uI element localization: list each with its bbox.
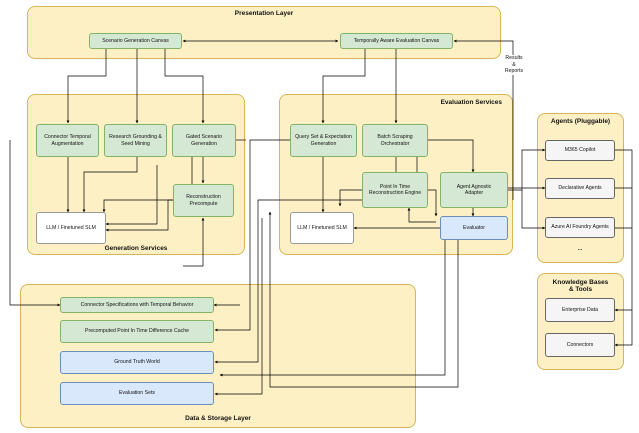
batch-scraping-orchestrator[interactable]: Batch Scraping Orchestrator	[362, 124, 428, 157]
llm-finetuned-slm-generation[interactable]: LLM / Finetuned SLM	[36, 212, 106, 244]
generation-layer-title: Generation Services	[104, 245, 168, 252]
connector-specifications-temporal[interactable]: Connector Specifications with Temporal B…	[60, 297, 214, 313]
scenario-generation-canvas[interactable]: Scenario Generation Canvas	[89, 33, 182, 49]
agent-m365-copilot[interactable]: M365 Copilot	[545, 140, 615, 161]
results-reports-label: Results & Reports	[500, 55, 528, 75]
evaluation-layer-title: Evaluation Services	[440, 99, 502, 106]
agent-azure-ai-foundry[interactable]: Azure AI Foundry Agents	[545, 217, 615, 238]
ground-truth-world[interactable]: Ground Truth World	[60, 351, 214, 374]
data-storage-layer-title: Data & Storage Layer	[185, 415, 251, 422]
knowledge-layer-title: Knowledge Bases & Tools	[552, 279, 609, 293]
temporally-aware-evaluation-canvas[interactable]: Temporally Aware Evaluation Canvas	[340, 33, 453, 49]
llm-finetuned-slm-evaluation[interactable]: LLM / Finetuned SLM	[290, 212, 354, 244]
connector-temporal-augmentation[interactable]: Connector Temporal Augmentation	[36, 124, 99, 157]
research-grounding-seed-mining[interactable]: Research Grounding & Seed Mining	[104, 124, 167, 157]
query-set-expectation-generation[interactable]: Query Set & Expectation Generation	[290, 124, 357, 157]
agents-layer-title: Agents (Pluggable)	[550, 118, 611, 125]
agents-more-ellipsis: ...	[577, 246, 583, 252]
precomputed-pit-difference-cache[interactable]: Precomputed Point In Time Difference Cac…	[60, 320, 214, 343]
evaluator[interactable]: Evaluator	[440, 216, 508, 240]
kb-enterprise-data[interactable]: Enterprise Data	[545, 298, 615, 322]
presentation-layer-title: Presentation Layer	[234, 10, 294, 17]
evaluation-sets[interactable]: Evaluation Sets	[60, 382, 214, 405]
point-in-time-reconstruction-engine[interactable]: Point In Time Reconstruction Engine	[362, 172, 428, 208]
kb-connectors[interactable]: Connectors	[545, 333, 615, 357]
agent-agnostic-adapter[interactable]: Agent Agnostic Adapter	[440, 172, 508, 208]
gated-scenario-generation[interactable]: Gated Scenario Generation	[172, 124, 236, 157]
reconstruction-precompute[interactable]: Reconstruction Precompute	[173, 184, 234, 217]
agent-declarative-agents[interactable]: Declarative Agents	[545, 178, 615, 199]
